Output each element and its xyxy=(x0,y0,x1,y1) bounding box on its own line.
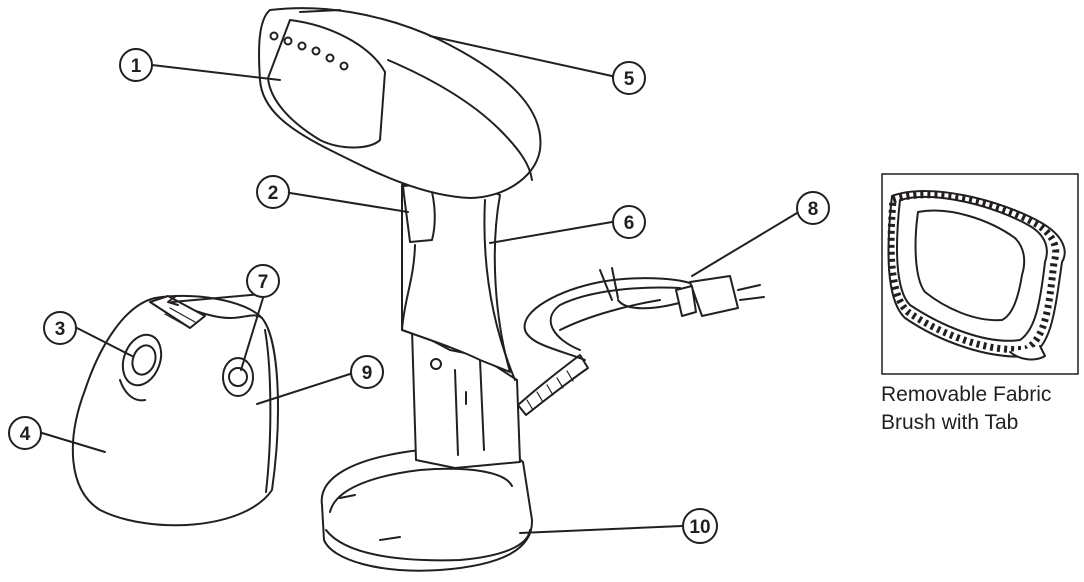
callout-5: 5 xyxy=(612,61,646,95)
callout-7-label: 7 xyxy=(258,272,269,293)
power-cord xyxy=(523,267,765,361)
water-tank-cover xyxy=(71,295,279,527)
inset-caption: Removable Fabric Brush with Tab xyxy=(881,381,1081,437)
inset-caption-line-1: Removable Fabric xyxy=(881,383,1052,406)
callout-6-label: 6 xyxy=(624,213,635,234)
callout-1-label: 1 xyxy=(131,56,142,77)
hand-steamer xyxy=(258,7,589,572)
fabric-brush-inset xyxy=(881,173,1079,375)
callout-8-label: 8 xyxy=(808,199,819,220)
callout-4-label: 4 xyxy=(20,424,31,445)
callout-2-label: 2 xyxy=(268,183,279,204)
callout-10-label: 10 xyxy=(689,517,710,538)
callout-9-label: 9 xyxy=(362,363,373,384)
steam-holes xyxy=(269,31,349,71)
callout-4: 4 xyxy=(8,416,42,450)
callout-1: 1 xyxy=(119,48,153,82)
callout-7: 7 xyxy=(246,264,280,298)
callout-3: 3 xyxy=(43,311,77,345)
inset-caption-line-2: Brush with Tab xyxy=(881,411,1019,434)
leader-lines xyxy=(41,35,798,534)
callout-8: 8 xyxy=(796,191,830,225)
callout-9: 9 xyxy=(350,355,384,389)
callout-10: 10 xyxy=(682,508,718,544)
callout-3-label: 3 xyxy=(55,319,66,340)
callout-5-label: 5 xyxy=(624,69,635,90)
callout-6: 6 xyxy=(612,205,646,239)
callout-2: 2 xyxy=(256,175,290,209)
